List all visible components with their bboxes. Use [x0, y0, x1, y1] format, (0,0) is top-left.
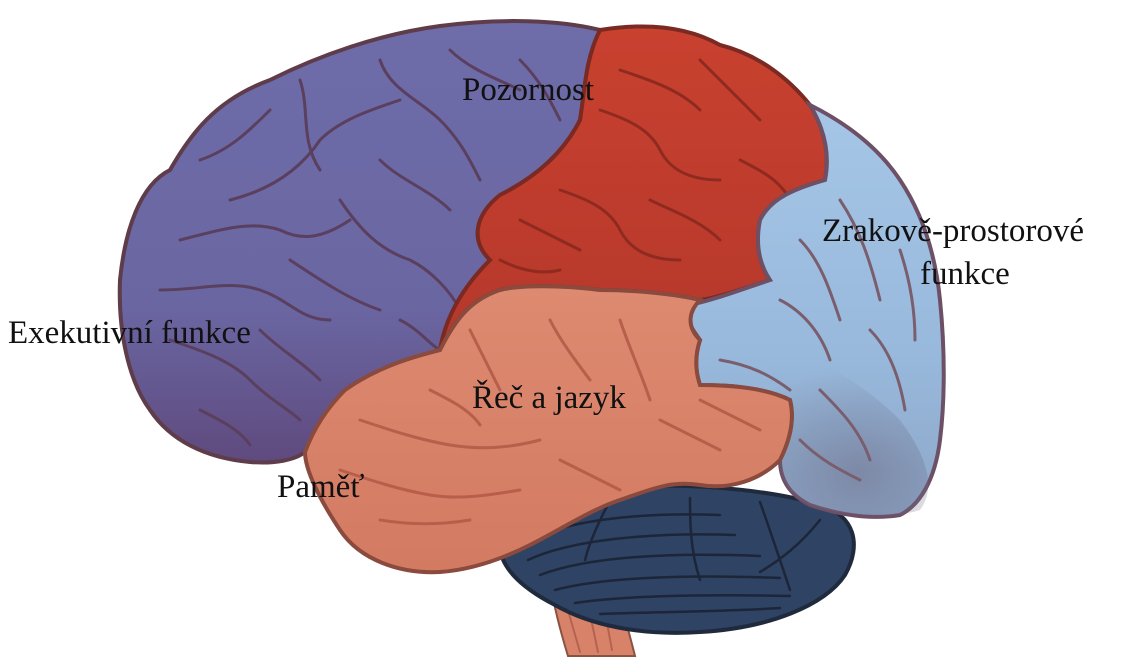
label-memory: Paměť [277, 469, 364, 505]
label-attention: Pozornost [462, 72, 594, 108]
label-executive: Exekutivní funkce [8, 315, 251, 351]
label-visuospatial-line1: Zrakově-prostorové [822, 213, 1084, 249]
label-visuospatial-line2: funkce [920, 256, 1010, 292]
label-language: Řeč a jazyk [472, 379, 626, 416]
